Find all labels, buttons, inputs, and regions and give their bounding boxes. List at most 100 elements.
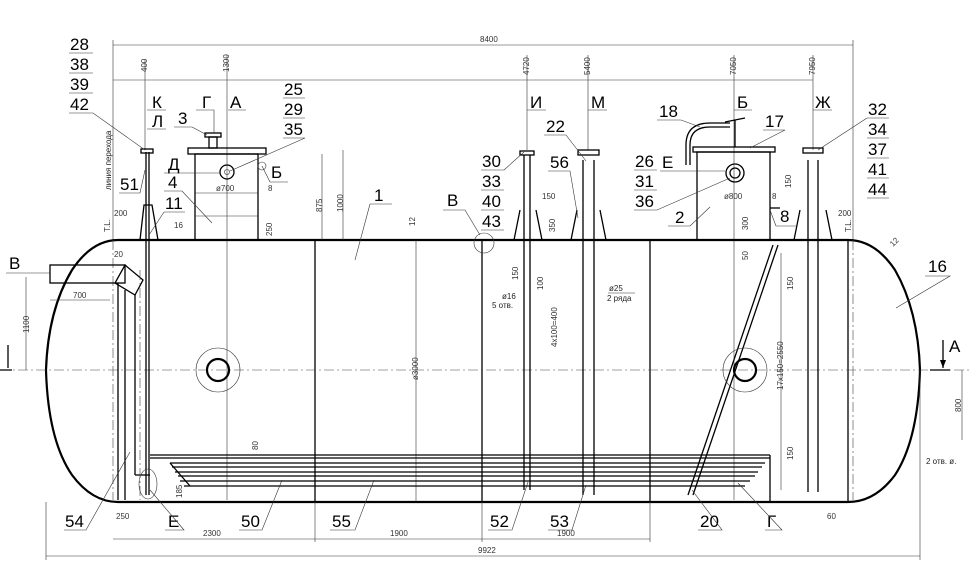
dim-5400: 5400 <box>583 57 592 75</box>
callout-label: 36 <box>635 192 654 211</box>
dim-875: 875 <box>315 198 324 212</box>
callout-label: 32 <box>868 100 887 119</box>
nozzle-right-icon <box>732 357 758 383</box>
hole-25-rows: 2 ряда <box>607 294 632 303</box>
callout-54: 54 <box>65 512 84 531</box>
transition-line-note: линия перехода <box>104 130 113 190</box>
callout-B-top: Б <box>271 163 282 182</box>
dim-8b: 8 <box>772 192 777 201</box>
dim-800: 800 <box>954 398 963 412</box>
callout-L: Л <box>152 112 163 131</box>
handle-18-icon <box>689 126 730 165</box>
vertical-pipes <box>49 147 833 500</box>
callout-E-top: Е <box>662 153 673 172</box>
dim-8400: 8400 <box>480 35 498 44</box>
holes-note: 2 отв. ø. <box>926 457 956 466</box>
callout-stack-right: 32 34 37 41 44 <box>817 100 889 199</box>
dim-185: 185 <box>175 484 184 498</box>
callout-label: 35 <box>284 120 303 139</box>
callout-label: 40 <box>482 192 501 211</box>
heating-coil <box>150 454 771 502</box>
callout-4: 4 <box>168 173 177 192</box>
callout-K: К <box>152 93 162 112</box>
callout-stack-manhole-left: 25 29 35 <box>229 80 306 172</box>
dim-150a: 150 <box>511 266 520 280</box>
callout-G: Г <box>202 93 211 112</box>
callout-17: 17 <box>765 112 784 131</box>
callout-52: 52 <box>490 512 509 531</box>
callout-18: 18 <box>659 102 678 121</box>
callout-label: 42 <box>70 95 89 114</box>
callout-V-left: В <box>9 254 20 273</box>
dim-250v: 250 <box>265 222 274 236</box>
dim-8a: 8 <box>268 184 273 193</box>
dim-200-left: 200 <box>114 209 128 218</box>
callout-label: 37 <box>868 140 887 159</box>
pitch-2550: 17x150=2550 <box>776 341 785 390</box>
section-label-A-right: А <box>949 337 961 356</box>
callout-label: 43 <box>482 212 501 231</box>
dim-12-right: 12 <box>888 235 901 248</box>
callout-53: 53 <box>550 512 569 531</box>
callout-55: 55 <box>332 512 351 531</box>
section-mark-left <box>0 345 12 371</box>
callout-B-right: Б <box>737 93 748 112</box>
callout-stack-pipe-i: 30 33 40 43 <box>481 151 525 231</box>
nozzle-left-icon <box>205 357 231 383</box>
dim-2300: 2300 <box>203 529 221 538</box>
callout-label: 29 <box>284 100 303 119</box>
callout-11: 11 <box>165 194 183 213</box>
dim-1100: 1100 <box>22 315 31 333</box>
dim-1300: 1300 <box>222 54 231 72</box>
dim-20: 20 <box>114 250 123 259</box>
dim-800-dia: ø800 <box>724 192 743 201</box>
dim-700: 700 <box>73 291 87 300</box>
bottom-dimensions: 2300 1900 1900 9922 250 60 <box>45 370 921 560</box>
callout-Zh: Ж <box>815 93 831 112</box>
callout-label: 33 <box>482 172 501 191</box>
dim-100: 100 <box>536 276 545 290</box>
callout-label: 44 <box>868 180 887 199</box>
ladder <box>687 244 779 496</box>
callout-E-bottom: Е <box>168 512 179 531</box>
dim-7950: 7950 <box>808 57 817 75</box>
callout-8: 8 <box>780 207 789 226</box>
dim-60: 60 <box>827 512 836 521</box>
hole-16-dia: ø16 <box>502 292 516 301</box>
callout-label: 26 <box>635 152 654 171</box>
tl-right: T.L. <box>844 219 853 232</box>
dim-12: 12 <box>408 217 417 226</box>
dim-250: 250 <box>116 512 130 521</box>
callout-M: М <box>591 93 605 112</box>
callout-56: 56 <box>550 153 569 172</box>
dim-350: 350 <box>548 218 557 232</box>
dim-3000-dia: ø3000 <box>411 357 420 380</box>
callout-I: И <box>530 93 542 112</box>
callout-3: 3 <box>178 109 187 128</box>
dim-4720: 4720 <box>522 57 531 75</box>
callout-stack-manhole-right: 26 31 36 <box>634 152 731 211</box>
manhole-right <box>685 117 780 241</box>
callout-22: 22 <box>546 117 565 136</box>
callout-20: 20 <box>700 512 719 531</box>
callout-label: 30 <box>482 152 501 171</box>
dim-700-dia: ø700 <box>216 184 235 193</box>
callout-label: 38 <box>70 55 89 74</box>
dim-400: 400 <box>140 58 149 72</box>
callout-A: А <box>230 93 242 112</box>
dim-50: 50 <box>741 251 750 260</box>
callout-label: 31 <box>635 172 654 191</box>
hole-16-count: 5 отв. <box>492 301 513 310</box>
dim-80: 80 <box>251 441 260 450</box>
callout-D: Д <box>168 155 180 174</box>
callout-label: 34 <box>868 120 887 139</box>
pitch-400: 4x100=400 <box>550 307 559 347</box>
callout-2: 2 <box>675 208 684 227</box>
callout-16: 16 <box>928 257 947 276</box>
dim-16: 16 <box>174 221 183 230</box>
callout-51: 51 <box>120 175 139 194</box>
callout-G-bottom: Г <box>767 512 776 531</box>
section-mark-right <box>930 340 950 371</box>
dim-150c: 150 <box>786 446 795 460</box>
callouts: 28 38 39 42 25 29 35 30 33 40 43 26 31 3… <box>6 35 961 531</box>
